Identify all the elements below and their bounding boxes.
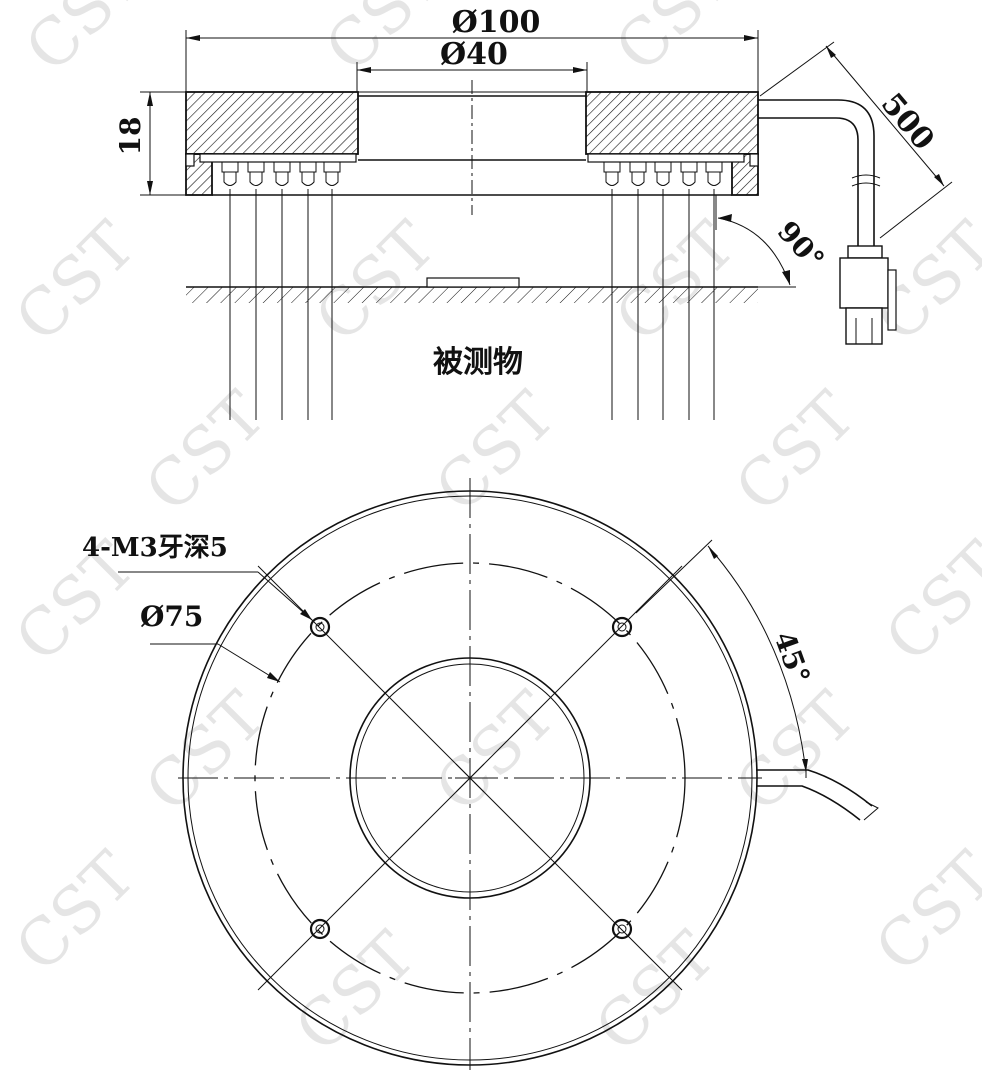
dimension-height: 18 xyxy=(114,91,186,196)
watermark: CST xyxy=(722,378,870,526)
watermark: CST xyxy=(602,208,750,356)
hole-spec-label: 4-M3牙深5 xyxy=(82,533,228,563)
measured-object-label: 被测物 xyxy=(433,345,523,380)
watermark: CST xyxy=(132,678,280,826)
cable-top-view xyxy=(756,764,879,821)
bolt-circle-label: Ø75 xyxy=(140,600,203,633)
dimension-outer-diameter: Ø100 xyxy=(185,5,759,92)
mounting-hole xyxy=(309,616,331,638)
watermark: CST xyxy=(12,0,160,87)
dimension-cable-length: 500 xyxy=(759,41,953,239)
watermark: CST xyxy=(132,378,280,526)
mounting-hole xyxy=(611,918,633,940)
cable-length-label: 500 xyxy=(874,87,941,157)
led-row-left xyxy=(199,153,357,420)
mounting-hole xyxy=(309,918,331,940)
watermark: CST xyxy=(282,918,430,1066)
hole-spec-callout: 4-M3牙深5 xyxy=(82,533,313,621)
watermark: CST xyxy=(582,918,730,1066)
mounting-hole xyxy=(611,616,633,638)
watermark: CST xyxy=(872,528,982,676)
watermark: CST xyxy=(862,838,982,986)
watermark: CST xyxy=(312,0,460,87)
light-body-section xyxy=(185,80,759,215)
angle-90-label: 90° xyxy=(771,215,831,276)
inner-diameter-label: Ø40 xyxy=(440,37,508,72)
measured-object-surface xyxy=(186,277,796,303)
side-view: Ø100 Ø40 18 xyxy=(114,5,953,420)
height-label: 18 xyxy=(114,117,147,156)
watermark: CST xyxy=(2,838,150,986)
watermark: CST xyxy=(2,208,150,356)
cable xyxy=(758,99,897,345)
watermark: CST xyxy=(422,378,570,526)
outer-diameter-label: Ø100 xyxy=(452,5,541,40)
bolt-circle-callout: Ø75 xyxy=(140,600,281,683)
dimension-inner-diameter: Ø40 xyxy=(356,37,588,92)
led-row-right xyxy=(587,153,745,420)
watermark: CST xyxy=(602,0,750,87)
watermark: CST xyxy=(722,678,870,826)
angle-45-label: 45° xyxy=(767,627,816,688)
